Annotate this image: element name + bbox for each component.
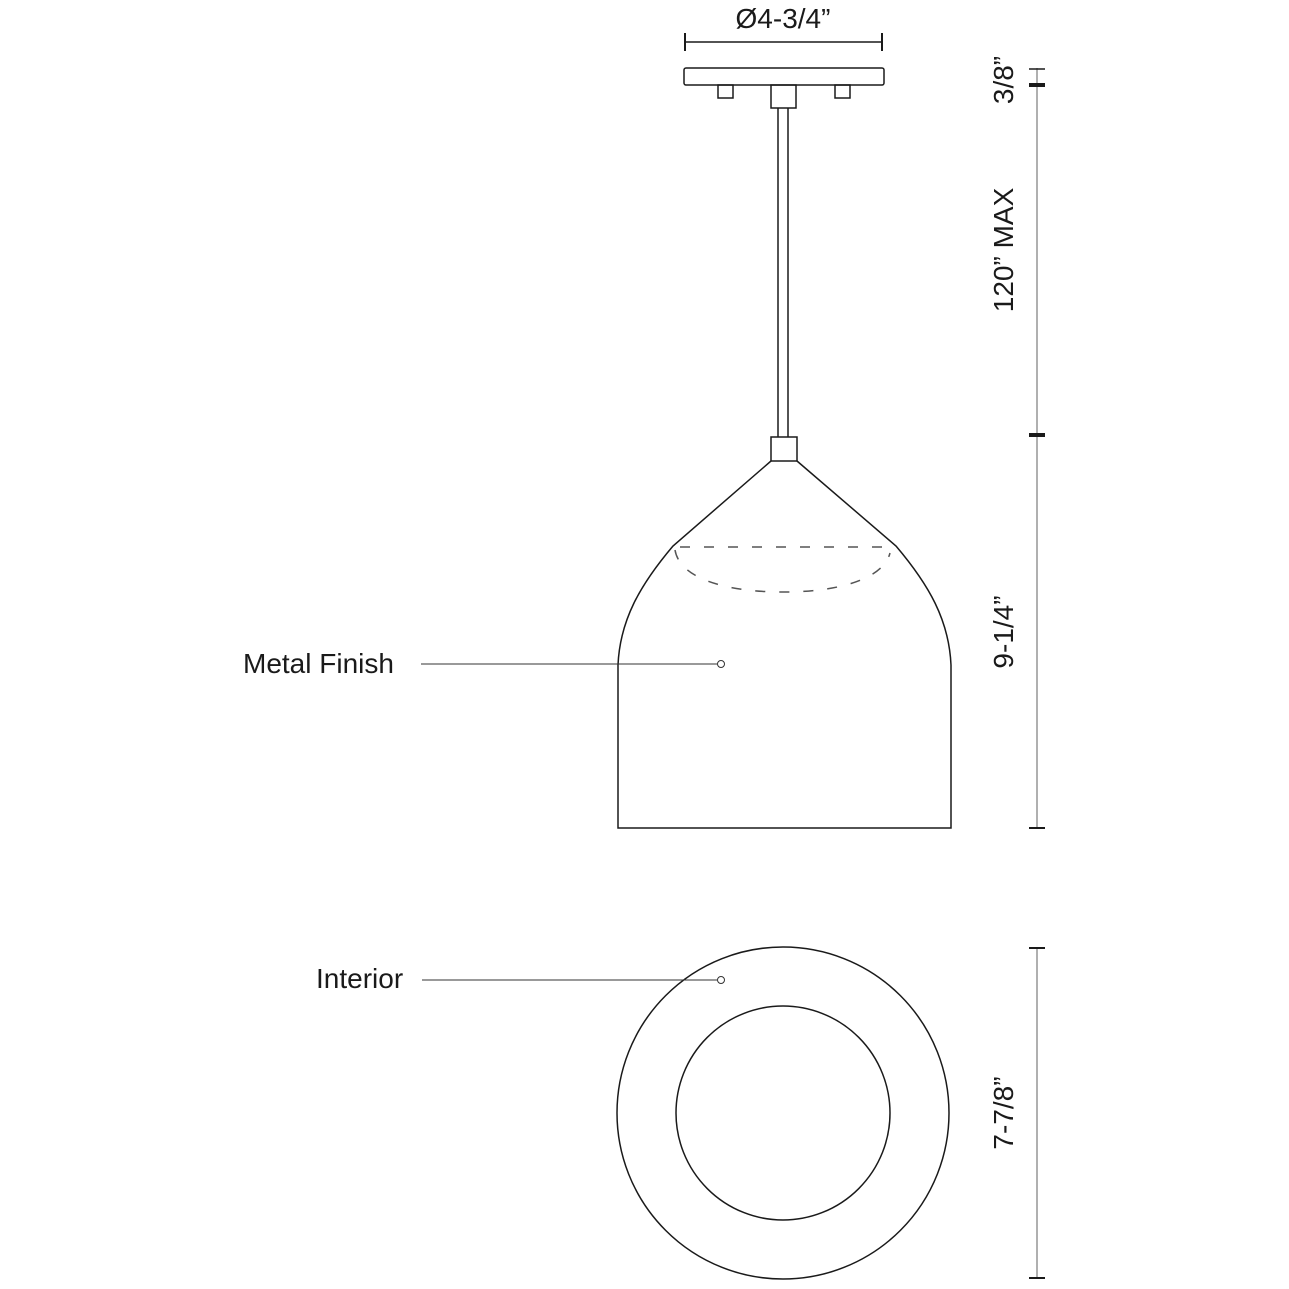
shade-height-label: 9-1/4” bbox=[988, 595, 1019, 668]
stem bbox=[770, 108, 798, 462]
height-dimensions: 3/8” 120” MAX 9-1/4” bbox=[988, 56, 1045, 829]
shade-side-view bbox=[617, 460, 952, 829]
canopy-diameter-label: Ø4-3/4” bbox=[736, 3, 831, 34]
interior-label: Interior bbox=[316, 963, 403, 994]
callout-dot-icon bbox=[717, 660, 725, 668]
canopy-height-label: 3/8” bbox=[988, 56, 1019, 104]
callout-dot-icon bbox=[717, 976, 725, 984]
stem-length-label: 120” MAX bbox=[988, 187, 1019, 312]
metal-finish-callout: Metal Finish bbox=[243, 648, 725, 679]
canopy-width-dimension: Ø4-3/4” bbox=[684, 3, 883, 51]
shade-diameter-label: 7-7/8” bbox=[988, 1076, 1019, 1149]
shade-diameter-dimension: 7-7/8” bbox=[988, 947, 1045, 1279]
metal-finish-label: Metal Finish bbox=[243, 648, 394, 679]
interior-callout: Interior bbox=[316, 963, 725, 994]
canopy bbox=[683, 67, 885, 109]
shade-bottom-view bbox=[616, 946, 950, 1280]
